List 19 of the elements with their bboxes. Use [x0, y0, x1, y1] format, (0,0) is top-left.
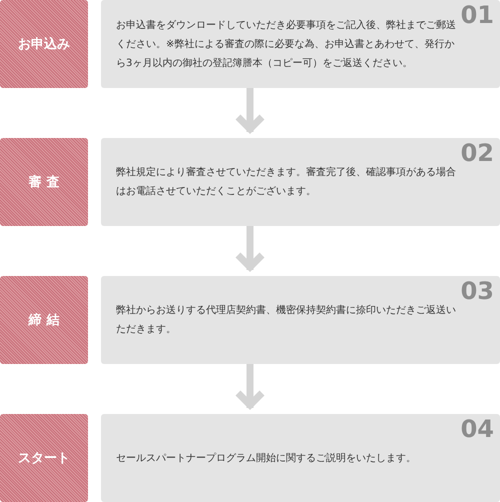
step-label-box: 審 査 [0, 138, 88, 226]
description-text: 弊社規定により審査させていただきます。審査完了後、確認事項がある場合はお電話させていただくことがございます。 [116, 166, 457, 199]
down-arrow [234, 226, 266, 270]
step-description-card [101, 276, 500, 364]
step-description-card [101, 414, 500, 502]
step-description-card [101, 0, 500, 88]
down-arrow [234, 364, 266, 408]
description-text: お申込書をダウンロードしていただき必要事項をご記入後、弊社までご郵送ください。※弊社による審査の際に必要な為、お申込書とあわせて、発行から3ヶ月以内の御社の登記簿謄本（コピー可）をご返送ください。 [116, 18, 457, 70]
description-text: 弊社からお送りする代理店契約書、機密保持契約書に捺印いただきご返送いただきます。 [116, 304, 457, 337]
step-label-box: 締 結 [0, 276, 88, 364]
step-label-box: スタート [0, 414, 88, 502]
step-number: 01 [460, 1, 494, 29]
down-arrow [234, 88, 266, 132]
step-number: 04 [460, 415, 494, 443]
step-description-card [101, 138, 500, 226]
step-number: 03 [460, 277, 494, 305]
description-text: セールスパートナープログラム開始に関するご説明をいたします。 [116, 452, 416, 466]
step-label-box: お申込み [0, 0, 88, 88]
step-number: 02 [460, 139, 494, 167]
